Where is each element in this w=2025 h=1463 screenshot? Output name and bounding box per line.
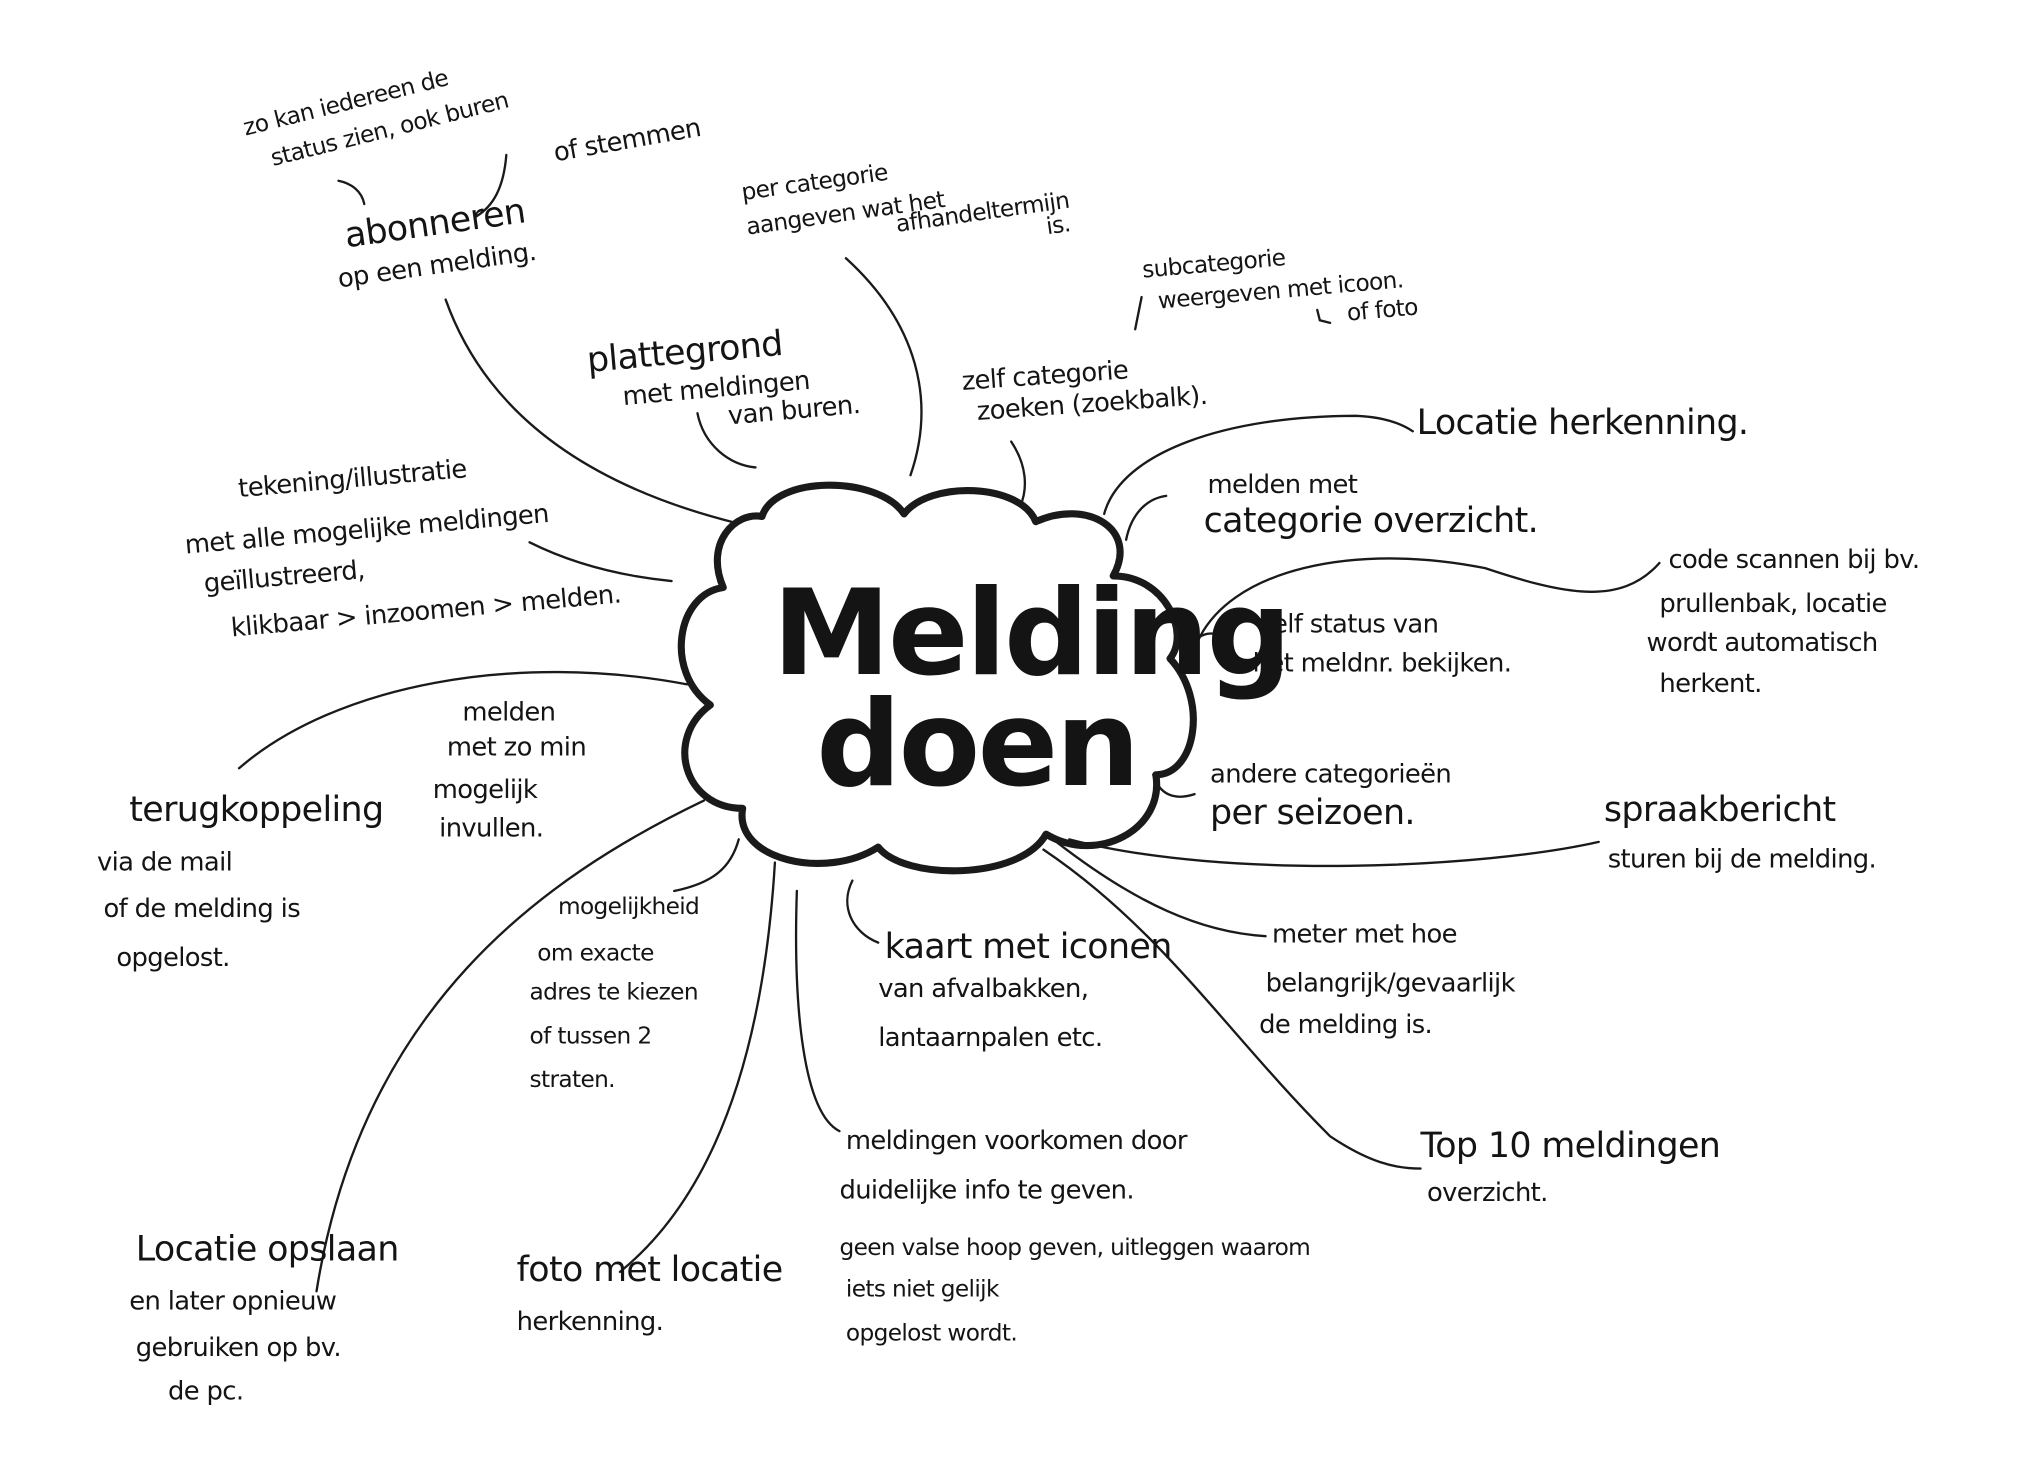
connector-categorie-overzicht <box>1124 494 1168 541</box>
connector-voorkomen <box>794 889 841 1133</box>
node-text: adres te kiezen <box>530 978 698 1005</box>
node-seizoen: andere categorieën per seizoen. <box>1210 760 1452 833</box>
node-foto-locatie: foto met locatie herkenning. <box>517 1250 783 1337</box>
node-abonneren: abonneren op een melding. <box>336 191 538 294</box>
connector-tekening <box>528 541 673 583</box>
node-text: het meldnr. bekijken. <box>1253 648 1512 678</box>
node-text: Top 10 meldingen <box>1420 1126 1721 1166</box>
node-text: foto met locatie <box>517 1250 783 1290</box>
node-text: straten. <box>530 1066 615 1093</box>
connector-code-scannen <box>1194 557 1661 647</box>
node-text: van afvalbakken, <box>878 974 1088 1004</box>
node-text: wordt automatisch <box>1647 628 1878 658</box>
node-code-scannen: code scannen bij bv. prullenbak, locatie… <box>1647 545 1921 699</box>
node-text: andere categorieën <box>1210 760 1451 790</box>
connector-exact-adres <box>673 838 740 893</box>
node-text: categorie overzicht. <box>1204 501 1538 541</box>
node-text: mogelijkheid <box>558 893 699 920</box>
connector-status-bracket <box>337 179 366 206</box>
center-cloud <box>677 481 1197 875</box>
connector-stemmen-bracket <box>474 153 508 219</box>
node-locatie-herkenning: Locatie herkenning. <box>1417 403 1749 443</box>
node-terugkoppeling: terugkoppeling via de mail of de melding… <box>97 790 384 973</box>
node-text: de melding is. <box>1259 1010 1432 1040</box>
connector-kaart-iconen <box>846 879 880 944</box>
node-text: herkent. <box>1659 669 1761 699</box>
node-text: opgelost. <box>116 943 229 973</box>
connector-spraakbericht <box>1068 838 1600 868</box>
node-text: is. <box>1044 210 1072 240</box>
node-text: terugkoppeling <box>129 790 383 830</box>
node-text: per seizoen. <box>1210 793 1415 833</box>
node-text: meldingen voorkomen door <box>846 1126 1188 1156</box>
connector-locatie-herkenning <box>1103 414 1414 516</box>
node-text: of stemmen <box>551 113 703 168</box>
node-text: of de melding is <box>103 894 300 924</box>
node-text: om exacte <box>537 940 654 967</box>
node-text: geen valse hoop geven, uitleggen waarom <box>839 1234 1310 1261</box>
connector-foto-locatie <box>618 861 777 1274</box>
node-tekening: tekening/illustratie met alle mogelijke … <box>184 454 623 643</box>
node-text: tekening/illustratie <box>237 454 468 504</box>
node-text: Locatie opslaan <box>136 1229 399 1269</box>
node-text: lantaarnpalen etc. <box>878 1023 1102 1053</box>
node-text: via de mail <box>97 847 232 877</box>
node-categorie-overzicht: melden met categorie overzicht. <box>1204 470 1539 541</box>
node-text: code scannen bij bv. <box>1668 545 1919 575</box>
node-text: zelf status van <box>1259 610 1438 640</box>
node-top10: Top 10 meldingen overzicht. <box>1420 1126 1721 1208</box>
node-text: meter met hoe <box>1272 920 1457 950</box>
node-spraakbericht: spraakbericht sturen bij de melding. <box>1604 790 1877 875</box>
center-title-line-2: doen <box>816 676 1137 814</box>
node-text: prullenbak, locatie <box>1659 589 1886 619</box>
node-text: en later opnieuw <box>129 1286 337 1316</box>
node-text: invullen. <box>439 814 543 844</box>
node-zo-min-invullen: melden met zo min mogelijk invullen. <box>433 698 587 844</box>
node-text: belangrijk/gevaarlijk <box>1266 969 1516 999</box>
node-zelf-categorie: zelf categorie zoeken (zoekbalk). <box>961 355 1208 427</box>
node-text: herkenning. <box>517 1307 664 1337</box>
node-text: iets niet gelijk <box>846 1275 1000 1302</box>
node-zelf-status: zelf status van het meldnr. bekijken. <box>1253 610 1512 679</box>
node-exact-adres: mogelijkheid om exacte adres te kiezen o… <box>530 893 700 1093</box>
connector-foto-bracket <box>1316 308 1332 324</box>
node-plattegrond: plattegrond met meldingen van buren. <box>585 324 861 431</box>
node-afhandeltermijn: per categorie aangeven wat het afhandelt… <box>740 159 1072 241</box>
connector-plattegrond <box>696 412 757 469</box>
node-text: mogelijk <box>433 775 538 805</box>
node-text: duidelijke info te geven. <box>839 1175 1133 1205</box>
connector-top10 <box>1042 848 1422 1170</box>
node-text: spraakbericht <box>1604 790 1836 830</box>
node-voorkomen: meldingen voorkomen door duidelijke info… <box>839 1126 1310 1346</box>
node-meter: meter met hoe belangrijk/gevaarlijk de m… <box>1259 920 1516 1040</box>
node-text: kaart met iconen <box>885 927 1172 967</box>
node-text: of tussen 2 <box>530 1022 652 1049</box>
node-text: sturen bij de melding. <box>1608 845 1876 875</box>
node-text: met zo min <box>447 732 586 762</box>
node-kaart-iconen: kaart met iconen van afvalbakken, lantaa… <box>878 927 1172 1053</box>
node-text: opgelost wordt. <box>846 1319 1017 1346</box>
node-locatie-opslaan: Locatie opslaan en later opnieuw gebruik… <box>129 1229 399 1407</box>
node-text: of foto <box>1346 294 1419 327</box>
connectors <box>237 153 1661 1293</box>
node-text: geïllustreerd, <box>203 555 366 599</box>
connector-abonneren <box>444 298 738 525</box>
connector-afhandeltermijn <box>844 257 923 477</box>
connector-locatie-opslaan <box>315 799 706 1293</box>
connector-meter <box>1055 840 1267 938</box>
node-subcategorie: subcategorie weergeven met icoon. of fot… <box>1141 244 1419 327</box>
node-text: de pc. <box>168 1377 243 1407</box>
node-text: overzicht. <box>1427 1178 1548 1208</box>
node-text: met alle mogelijke meldingen <box>184 499 550 561</box>
node-status-zien: zo kan iedereen de status zien, ook bure… <box>240 64 511 172</box>
connector-zelf-status <box>1192 632 1229 643</box>
connector-subcategorie <box>1134 295 1143 331</box>
center-title-line-1: Melding <box>772 565 1289 703</box>
node-stemmen: of stemmen <box>551 113 703 168</box>
node-text: Locatie herkenning. <box>1417 403 1749 443</box>
node-text: gebruiken op bv. <box>136 1333 341 1363</box>
node-text: melden met <box>1207 470 1357 500</box>
connector-terugkoppeling <box>237 670 689 770</box>
node-text: melden <box>462 698 555 728</box>
